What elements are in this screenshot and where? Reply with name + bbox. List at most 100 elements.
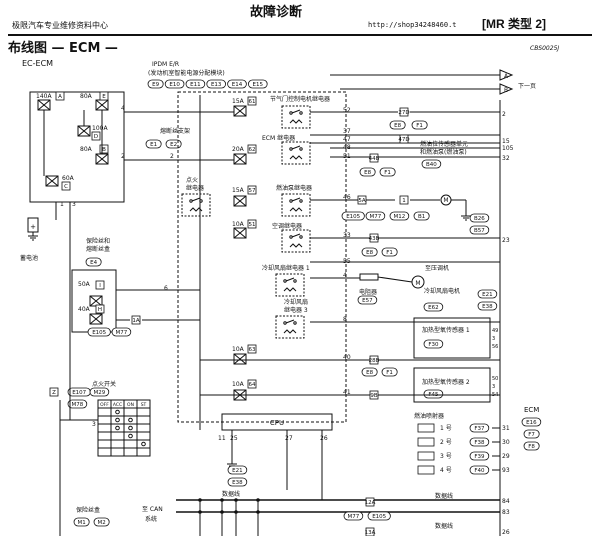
fuse-10a-2-sym-x2: [233, 353, 247, 365]
ipdm-box: [177, 91, 347, 423]
ecm-relay: [281, 141, 311, 165]
ac-relay: [281, 229, 311, 253]
data-line-label1: 数据线: [222, 490, 240, 498]
ipdm-conn-E11-outline: [185, 79, 206, 89]
conn-b26-outline: [469, 213, 490, 223]
fan-relay3: [275, 315, 305, 339]
conn-47d-box: [399, 134, 409, 144]
ign-contact-0: [115, 409, 120, 415]
ign-cell: [97, 407, 112, 417]
next-page-label: 下一页: [518, 83, 536, 90]
fan-relay3-label1: 冷却风扇: [284, 298, 308, 306]
fuel-pump-relay: [281, 193, 311, 217]
pin-r32: 32: [502, 155, 510, 162]
conn-e8c: E8: [366, 250, 373, 256]
fuse-60a: [45, 175, 59, 187]
fuse-10a-2-sym: [233, 353, 247, 365]
injector-2: [417, 437, 435, 447]
to-can-label2: 系统: [145, 515, 157, 523]
conn-e57: E57: [362, 298, 373, 304]
conn-b57: B57: [474, 228, 485, 234]
injector-1: [417, 423, 435, 433]
conn-e105-outline: [341, 211, 365, 221]
ipdm-conn-E14: E14: [232, 82, 243, 88]
conn-1: 1: [402, 198, 406, 204]
ign-cell: [110, 447, 125, 457]
fuse-40a-id-box: [95, 304, 105, 314]
ign-contact-2: [128, 417, 133, 423]
ipdm-conn-E10-outline: [164, 79, 185, 89]
injector-4-label: 4 号: [440, 467, 452, 474]
conn-m77c: M77: [116, 330, 128, 336]
conn-e8b-outline: [359, 167, 376, 177]
conn-F38: F38: [474, 440, 485, 446]
ign-cell: [123, 423, 138, 433]
fan-motor-label: 冷却风扇电机: [424, 287, 460, 295]
ign-col-label-2: ON: [127, 402, 134, 408]
injector-3-label: 3 号: [440, 453, 452, 460]
pin-r83: 26: [502, 529, 510, 536]
ipdm-conn-E13-outline: [206, 79, 227, 89]
fuse-140a-id-box: [55, 91, 65, 101]
conn-43b: 43B: [369, 236, 380, 242]
conn-e2: E2: [170, 142, 177, 148]
figure-code: CBS0025J: [530, 45, 560, 52]
fuse-60a-x2: [45, 175, 59, 187]
conn-13a: 13A: [365, 530, 376, 536]
fuse-40a-x2: [89, 313, 103, 325]
conn-b40: B40: [426, 162, 437, 168]
conn-1-box: [399, 195, 409, 205]
conn-e105b: E105: [372, 514, 386, 520]
pin-46: 46: [343, 194, 351, 201]
conn-m2-outline: [93, 517, 110, 527]
fuse-140a-label: 140A: [36, 93, 52, 100]
ecm-label: EC-ECM: [22, 59, 54, 68]
ac-relay-label: 空调继电器: [272, 222, 302, 230]
fuse-60a-id: C: [64, 184, 68, 190]
fuel-level-label2: 和燃油泵(燃油泵): [420, 148, 467, 156]
pin-r105: 105: [502, 145, 514, 152]
injector-label: 燃油喷射器: [414, 412, 444, 420]
ign-cell: [136, 407, 151, 417]
conn-e21b-outline: [227, 465, 248, 475]
pin-r50: 50: [492, 376, 498, 382]
ign-cell: [97, 447, 112, 457]
fuse-80b-label: 80A: [80, 146, 93, 153]
fuse-63: 63: [249, 347, 256, 353]
fuse-100a-id: D: [94, 134, 98, 140]
arrow-b-label: B: [504, 87, 508, 94]
pin-inj-2: 30: [502, 439, 510, 446]
conn-m12-outline: [389, 211, 410, 221]
shop-url[interactable]: http://shop34248460.t: [368, 21, 457, 29]
ipdm-conn-E10: E10: [169, 82, 180, 88]
ign-cell: [123, 447, 138, 457]
conn-47d: 47D: [398, 137, 409, 143]
fuel-pump-m: M: [443, 197, 448, 204]
ign-cell: [97, 415, 112, 425]
to-can-label1: 至 CAN: [142, 506, 163, 513]
fuse-64-box: [247, 379, 257, 389]
pressure-label: 至压调机: [425, 264, 449, 272]
pin-48: 48: [343, 144, 351, 151]
data-line-label2: 数据线: [435, 492, 453, 500]
fuse-61-box: [247, 96, 257, 106]
fuse-box-label: 保险丝盒: [76, 506, 100, 514]
ign-relay-label2: 继电器: [186, 184, 204, 192]
pin-r15: 15: [502, 138, 510, 145]
conn-e21b: E21: [232, 468, 242, 474]
fuse-15a-2-sym: [233, 195, 247, 207]
pin-4: 4: [121, 105, 125, 112]
conn-m2: M2: [97, 520, 105, 526]
fuse-62-box: [247, 144, 257, 154]
conn-e8: E8: [394, 123, 401, 129]
ipdm-conn-E15-outline: [247, 79, 268, 89]
fuse-1a-box: [131, 315, 141, 325]
wire-fan: [377, 276, 413, 283]
battery-label: 蓄电池: [20, 254, 38, 262]
ign-cell: [110, 423, 125, 433]
ign-relay-coil: [189, 207, 203, 212]
ipdm-conn-E9-outline: [147, 79, 164, 89]
pin-inj-1: 31: [502, 425, 510, 432]
conn-b26: B26: [474, 216, 485, 222]
pin-r2: 2: [502, 111, 506, 118]
